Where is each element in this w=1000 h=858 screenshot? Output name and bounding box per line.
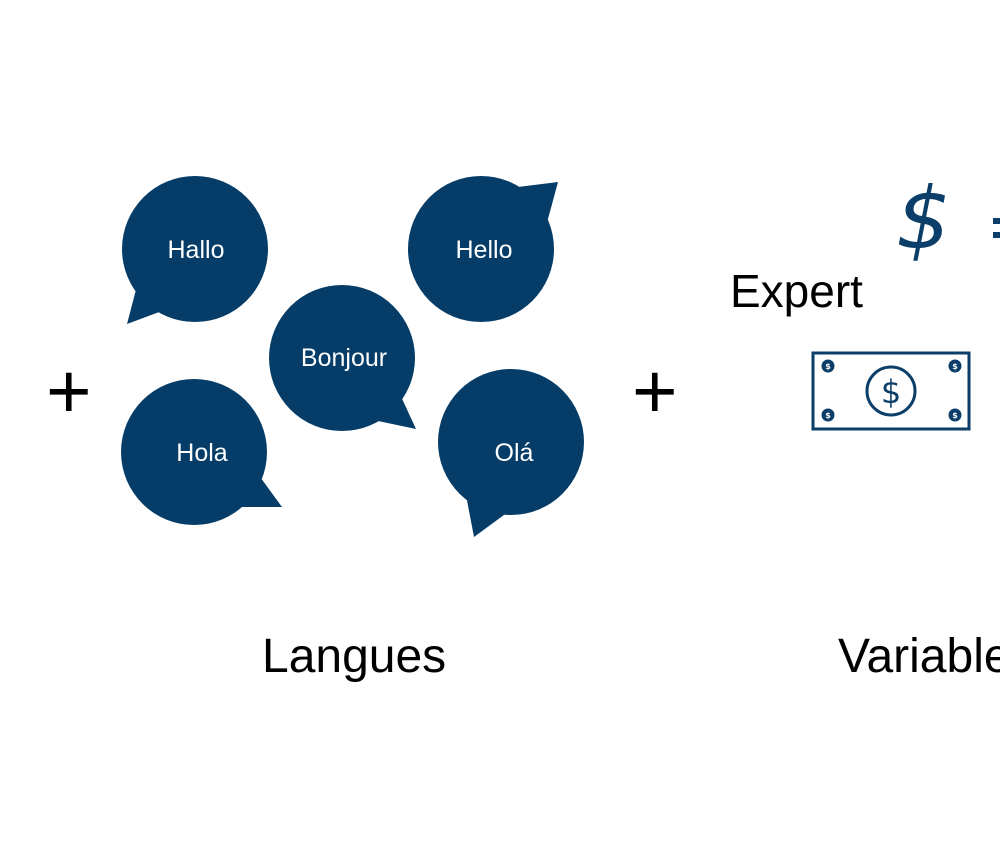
bubble-label-hallo: Hallo bbox=[168, 236, 225, 264]
dollar-bill-icon: $ $ $ $ $ bbox=[811, 351, 971, 431]
bill-corner-glyph: $ bbox=[825, 411, 831, 420]
bill-corner-glyph: $ bbox=[825, 362, 831, 371]
bill-corner-glyph: $ bbox=[952, 411, 958, 420]
expert-label: Expert bbox=[730, 265, 863, 317]
caption-variable: Variable bbox=[838, 630, 1000, 683]
caption-langues: Langues bbox=[262, 630, 447, 683]
bubble-hallo: Hallo bbox=[122, 176, 268, 324]
bubble-label-ola: Olá bbox=[495, 439, 534, 467]
bubble-label-hola: Hola bbox=[176, 439, 228, 467]
bubble-label-bonjour: Bonjour bbox=[301, 344, 387, 372]
bubble-hola: Hola bbox=[121, 379, 282, 525]
dollar-sign-icon: $ bbox=[896, 169, 951, 269]
bubble-ola: Olá bbox=[438, 369, 584, 537]
bubble-bonjour: Bonjour bbox=[269, 285, 416, 431]
plus-sign-left: + bbox=[46, 347, 92, 435]
bubble-hello: Hello bbox=[408, 176, 558, 322]
bill-dollar-glyph: $ bbox=[881, 373, 901, 411]
bill-corner-glyph: $ bbox=[952, 362, 958, 371]
equals-sign-partial bbox=[993, 218, 1000, 238]
bubble-label-hello: Hello bbox=[456, 236, 513, 264]
plus-sign-middle: + bbox=[632, 347, 678, 435]
